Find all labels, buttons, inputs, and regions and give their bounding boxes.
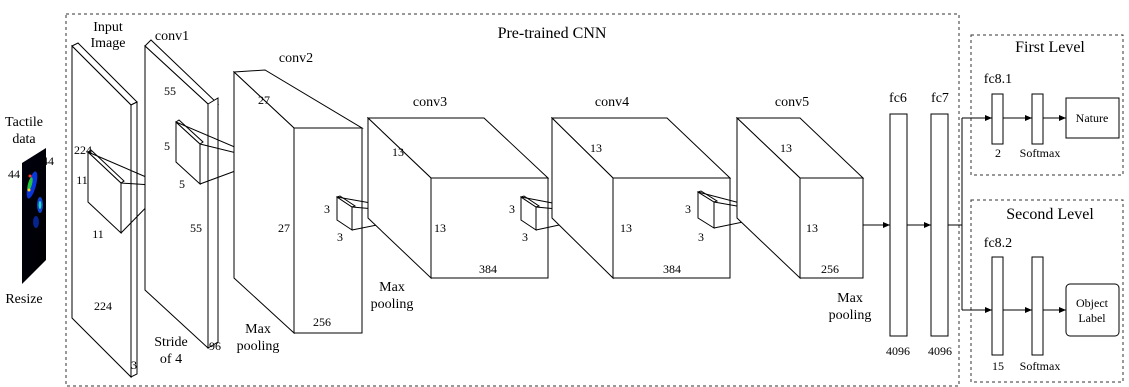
conv1-kernel-2: 5: [179, 177, 185, 191]
input-image-slab: [71, 42, 168, 379]
pretrained-cnn-frame: [65, 13, 960, 387]
pretrained-cnn-title: Pre-trained CNN: [498, 25, 607, 42]
conv4-cube: [550, 116, 783, 280]
conv2-depth: 256: [313, 315, 331, 329]
input-dim-w: 224: [74, 143, 92, 157]
object-label-output-box: [1065, 283, 1120, 337]
fc6-size: 4096: [886, 344, 910, 358]
conv5-label: conv5: [775, 95, 809, 110]
second-level-title: Second Level: [1006, 206, 1094, 223]
conv4-depth: 384: [663, 262, 681, 276]
conv1-kernel-1: 5: [164, 139, 170, 153]
object-label-output-line2: Label: [1078, 311, 1106, 325]
first-level-title: First Level: [1015, 39, 1085, 56]
conv2-label: conv2: [279, 51, 313, 66]
conv1-dim-h: 55: [190, 221, 202, 235]
conv4-dim-w: 13: [590, 141, 602, 155]
conv2-note-line1: Max: [245, 322, 271, 337]
conv3-label: conv3: [413, 95, 447, 110]
conv1-note-line1: Stride: [154, 335, 187, 350]
conv2-dim-h: 27: [278, 221, 290, 235]
conv5-note-line1: Max: [837, 291, 863, 306]
softmax-2-block: [1031, 256, 1044, 356]
conv4-kernel-1: 3: [685, 202, 691, 216]
conv5-dim-w: 13: [780, 141, 792, 155]
input-dim-h: 224: [94, 299, 112, 313]
nature-output-box: [1065, 97, 1120, 139]
nature-output-label: Nature: [1076, 111, 1109, 125]
softmax-1-block: [1031, 93, 1044, 145]
fc6-label: fc6: [889, 91, 907, 106]
resize-label: Resize: [5, 292, 42, 307]
conv3-note-line1: Max: [379, 280, 405, 295]
input-kernel-1: 11: [76, 173, 88, 187]
tactile-size-left: 44: [8, 167, 20, 181]
conv3-dim-h: 13: [434, 221, 446, 235]
fc7-label: fc7: [931, 91, 949, 106]
softmax-1-label: Softmax: [1020, 146, 1061, 160]
conv4-label: conv4: [595, 95, 629, 110]
first-level-frame: [970, 34, 1124, 176]
fc8-2-block: [991, 256, 1004, 356]
conv4-dim-h: 13: [620, 221, 632, 235]
conv5-note-line2: pooling: [829, 308, 872, 323]
input-kernel-2: 11: [92, 227, 104, 241]
input-image-label-line2: Image: [91, 36, 126, 51]
conv3-note-line2: pooling: [371, 297, 414, 312]
input-depth: 3: [131, 358, 137, 372]
conv2-note-line2: pooling: [237, 339, 280, 354]
fc8-2-size: 15: [992, 359, 1004, 373]
conv3-dim-w: 13: [392, 145, 404, 159]
conv3-depth: 384: [479, 262, 497, 276]
object-label-output-line1: Object: [1076, 296, 1109, 310]
softmax-2-label: Softmax: [1020, 359, 1061, 373]
conv2-kernel-1: 3: [324, 202, 330, 216]
conv1-note-line2: of 4: [160, 352, 182, 367]
conv1-slab: [144, 39, 266, 350]
input-image-label-line1: Input: [93, 20, 123, 35]
tactile-label-line1: Tactile: [5, 115, 43, 130]
conv4-kernel-2: 3: [698, 230, 704, 244]
conv2-cube: [232, 69, 433, 335]
conv1-depth: 96: [209, 339, 221, 353]
conv1-dim-w: 55: [164, 84, 176, 98]
fc8-1-size: 2: [995, 146, 1001, 160]
fc7-size: 4096: [928, 344, 952, 358]
tactile-size-top: 44: [42, 154, 54, 168]
conv3-kernel-2: 3: [522, 230, 528, 244]
conv5-depth: 256: [821, 262, 839, 276]
fc8-1-block: [991, 93, 1004, 145]
fc8-2-label: fc8.2: [984, 236, 1012, 251]
fc6-block: [889, 113, 908, 337]
conv3-kernel-1: 3: [509, 202, 515, 216]
second-level-frame: [970, 199, 1124, 383]
conv2-kernel-2: 3: [337, 230, 343, 244]
fc8-1-label: fc8.1: [984, 72, 1012, 87]
tactile-data-image: [22, 148, 46, 284]
conv3-cube: [366, 116, 611, 280]
conv1-label: conv1: [155, 29, 189, 44]
conv5-dim-h: 13: [806, 221, 818, 235]
fc7-block: [930, 113, 949, 337]
conv2-dim-w: 27: [258, 93, 270, 107]
conv5-cube: [735, 116, 865, 280]
tactile-label-line2: data: [12, 132, 36, 147]
